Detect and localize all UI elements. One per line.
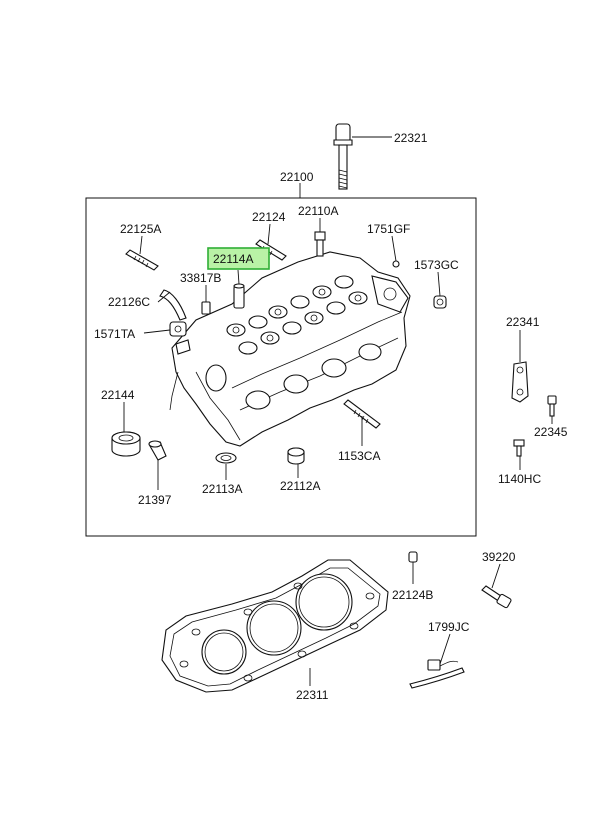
head-bolt-part[interactable] (333, 123, 353, 190)
label-1140hc[interactable]: 1140HC (498, 472, 541, 486)
label-22321[interactable]: 22321 (394, 131, 428, 145)
label-1799jc[interactable]: 1799JC (428, 620, 470, 634)
label-22144[interactable]: 22144 (101, 388, 135, 402)
label-22341[interactable]: 22341 (506, 315, 540, 329)
sensor-39220-part[interactable] (481, 585, 512, 609)
fitting-1571ta-part[interactable] (169, 321, 187, 337)
stud-22125a-part[interactable] (125, 249, 159, 271)
label-21397[interactable]: 21397 (138, 493, 172, 507)
highlight-box-22114a (207, 247, 270, 270)
clamp-1799jc-part[interactable] (409, 659, 465, 689)
label-33817b[interactable]: 33817B (180, 271, 221, 285)
label-22311[interactable]: 22311 (296, 688, 329, 702)
plug-22124b-part[interactable] (408, 551, 418, 563)
pipe-22126c-part[interactable] (159, 289, 187, 321)
label-22126c[interactable]: 22126C (108, 295, 150, 309)
cylinder-head-part[interactable] (169, 251, 411, 447)
nut-1573gc-part[interactable] (433, 295, 447, 309)
guide-22114a-part[interactable] (233, 283, 245, 309)
dowel-33817b-part[interactable] (201, 301, 211, 315)
label-1573gc[interactable]: 1573GC (414, 258, 459, 272)
seal-22144-part[interactable] (111, 431, 141, 457)
bolt-1140hc-part[interactable] (513, 439, 525, 457)
label-22345[interactable]: 22345 (534, 425, 568, 439)
bracket-22341-part[interactable] (511, 361, 529, 403)
bolt-22110a-part[interactable] (314, 231, 326, 257)
label-22124b[interactable]: 22124B (392, 588, 433, 602)
label-1571ta[interactable]: 1571TA (94, 327, 135, 341)
bolt-22345-part[interactable] (547, 395, 557, 417)
label-22100[interactable]: 22100 (280, 170, 314, 184)
label-1153ca[interactable]: 1153CA (338, 449, 380, 463)
label-1751gf[interactable]: 1751GF (367, 222, 410, 236)
label-22114a[interactable]: 22114A (213, 252, 253, 266)
plug-1751gf-part[interactable] (392, 260, 400, 268)
bolt-1153ca-part[interactable] (343, 399, 381, 429)
label-22113a[interactable]: 22113A (202, 482, 242, 496)
label-22110a[interactable]: 22110A (298, 204, 338, 218)
plug-21397-part[interactable] (148, 440, 167, 461)
label-22124[interactable]: 22124 (252, 210, 286, 224)
label-39220[interactable]: 39220 (482, 550, 516, 564)
label-22125a[interactable]: 22125A (120, 222, 161, 236)
seal-22112a-part[interactable] (287, 447, 305, 465)
label-22112a[interactable]: 22112A (280, 479, 320, 493)
assembly-frame (85, 197, 477, 537)
seal-22113a-part[interactable] (215, 452, 237, 464)
head-gasket-part[interactable] (161, 559, 389, 693)
